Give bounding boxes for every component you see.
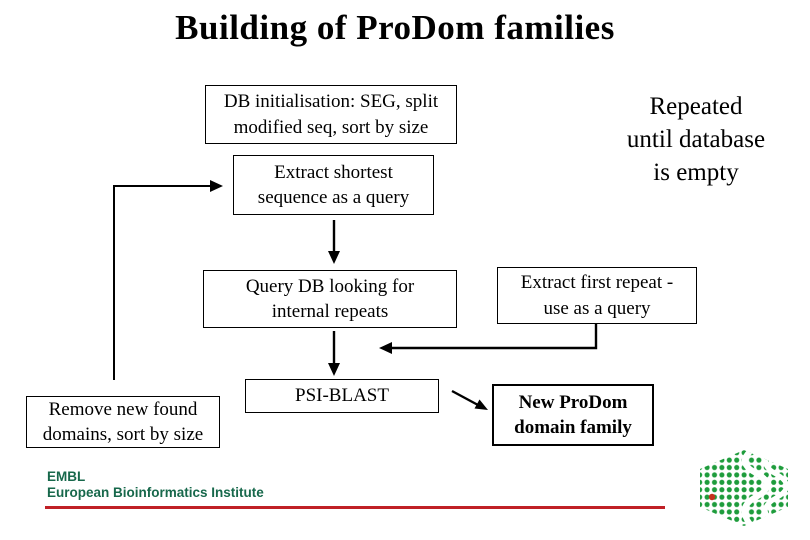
query-db-line1: Query DB looking for (245, 275, 415, 297)
extract-shortest-box: Extract shortest sequence as a query (233, 155, 434, 215)
repeated-note-line3: is empty (653, 159, 739, 186)
query-db-line2: internal repeats (271, 301, 389, 322)
diagonal-arrow-to-new-prodom (451, 389, 488, 410)
new-prodom-line1: New ProDom (518, 391, 628, 413)
extract-first-line2: use as a query (543, 297, 651, 319)
footer-red-rule (45, 506, 665, 509)
embl-label: EMBL (47, 469, 86, 484)
db-initialisation-line2: modified seq, sort by size (233, 116, 429, 138)
embl-ebi-hexagon-logo (700, 450, 788, 526)
new-prodom-family-box: New ProDom domain family (492, 384, 654, 446)
repeated-note-line1: Repeated (649, 93, 743, 120)
psi-blast-label: PSI-BLAST (295, 385, 389, 407)
repeated-note-line2: until database (626, 126, 766, 153)
down-arrow-to-query-db (328, 220, 340, 264)
remove-domains-line2: domains, sort by size (42, 424, 204, 445)
remove-domains-line1: Remove new found (48, 398, 198, 420)
db-initialisation-box: DB initialisation: SEG, split modified s… (205, 85, 457, 144)
extract-shortest-line1: Extract shortest (274, 161, 393, 183)
db-initialisation-line1: DB initialisation: SEG, split (223, 91, 439, 113)
logo-red-dot (708, 493, 716, 501)
logo-helix-strand-1 (741, 450, 771, 526)
extract-first-repeat-box: Extract first repeat - use as a query (497, 267, 697, 324)
slide-title: Building of ProDom families (175, 8, 615, 47)
repeated-until-empty-note: Repeated until database is empty (598, 90, 794, 189)
new-prodom-line2: domain family (514, 417, 632, 438)
embl-footer-text: EMBL European Bioinformatics Institute (47, 469, 264, 501)
logo-helix-strand-2 (762, 450, 788, 525)
query-db-box: Query DB looking for internal repeats (203, 270, 457, 328)
extract-shortest-line2: sequence as a query (257, 187, 410, 208)
remove-domains-box: Remove new found domains, sort by size (26, 396, 220, 448)
extract-first-line1: Extract first repeat - (520, 272, 674, 294)
ebi-institute-label: European Bioinformatics Institute (47, 485, 264, 500)
psi-blast-box: PSI-BLAST (245, 379, 439, 413)
down-arrow-to-psi-blast (328, 331, 340, 376)
